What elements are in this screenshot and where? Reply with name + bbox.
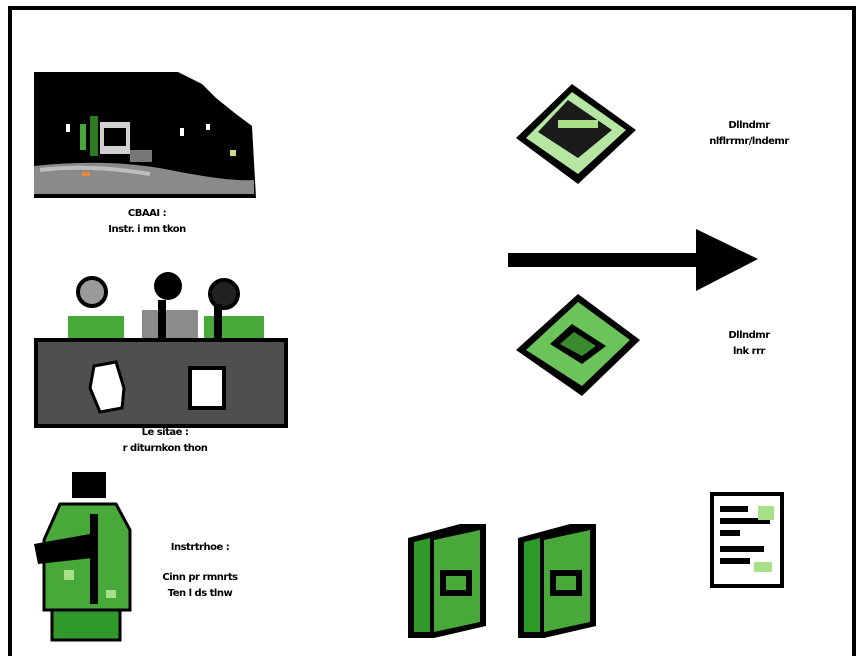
green-book-icon: [400, 520, 492, 640]
caption-line: Instr. i mn tkon: [92, 222, 202, 238]
caption-line: Dllndmr: [684, 118, 814, 134]
dark-tile-icon: [512, 80, 642, 190]
caption-line: Ten l ds tlnw: [140, 586, 260, 602]
caption-line: Le sitae :: [100, 425, 230, 441]
caption-line: Instrtrhoe :: [140, 540, 260, 556]
caption-line: Cinn pr rmnrts: [140, 570, 260, 586]
person-caption: Instrtrhoe : Cinn pr rmnrts Ten l ds tln…: [140, 540, 260, 602]
group-at-counter-icon: [28, 270, 288, 430]
caption-line: r diturnkon thon: [100, 441, 230, 457]
top-right-caption: Dllndmr nlflrrmr/lndemr: [684, 118, 814, 150]
group-caption: Le sitae : r diturnkon thon: [100, 425, 230, 457]
mid-right-caption: Dllndmr lnk rrr: [684, 328, 814, 360]
green-tile-icon: [512, 290, 642, 400]
document-icon: [708, 490, 788, 590]
caption-line: CBAAI :: [92, 206, 202, 222]
caption-line: nlflrrmr/lndemr: [684, 134, 814, 150]
green-book-icon: [510, 520, 602, 640]
photo-caption: CBAAI : Instr. i mn tkon: [92, 206, 202, 238]
caption-line: Dllndmr: [684, 328, 814, 344]
caption-line: lnk rrr: [684, 344, 814, 360]
photo-scene-icon: [30, 70, 260, 205]
person-with-flag-icon: [30, 470, 140, 645]
right-arrow-icon: [506, 225, 762, 295]
